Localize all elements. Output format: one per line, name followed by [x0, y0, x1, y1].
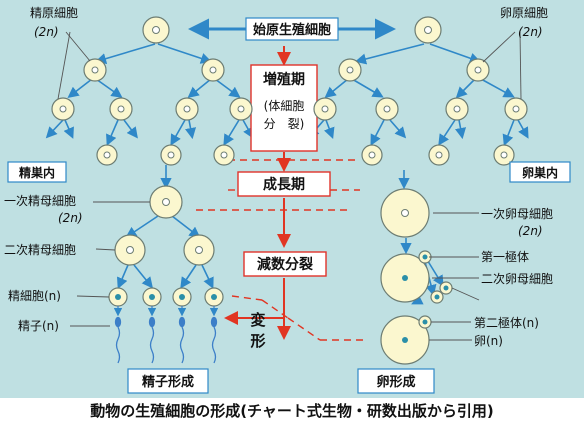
figure-caption: 動物の生殖細胞の形成(チャート式生物・研数出版から引用) [90, 402, 494, 420]
growth-label: 成長期 [263, 176, 305, 193]
second-polar-body-label: 第二極体(n) [474, 315, 539, 330]
label-leader-lines [57, 31, 522, 341]
secondary-oocyte-cell [380, 253, 430, 303]
primary-oocyte-cell [380, 188, 430, 238]
oogonium-ploidy: (2n) [518, 25, 543, 39]
spermatogonium-label: 精原細胞 [30, 6, 78, 20]
growth-box: 成長期 [237, 171, 331, 197]
proliferation-label: 増殖期 [263, 71, 305, 88]
male-lineage-lines [45, 43, 254, 289]
spermatid-label: 精細胞(n) [8, 289, 61, 303]
transform-label-1: 変 [250, 311, 265, 329]
spermatogenesis-label-box: 精子形成 [127, 368, 209, 394]
secondary-spermatocyte-label: 二次精母細胞 [4, 243, 76, 257]
meiosis-box: 減数分裂 [243, 251, 327, 277]
gametogenesis-diagram: 始原生殖細胞 増殖期 (体細胞 分 裂) 成長期 減数分裂 変 形 [0, 0, 584, 398]
first-polar-body-label: 第一極体 [481, 249, 529, 264]
egg-cell [380, 315, 430, 365]
ovary-label-box: 卵巣内 [509, 161, 571, 183]
primary-oocyte-label: 一次卵母細胞 [481, 207, 553, 221]
primary-oocyte-ploidy: (2n) [518, 224, 543, 238]
testis-label: 精巣内 [19, 165, 55, 180]
primary-spermatocyte-cell [149, 185, 183, 219]
spermatogenesis-label: 精子形成 [142, 374, 194, 390]
primary-spermatocyte-ploidy: (2n) [58, 211, 83, 225]
primordial-label: 始原生殖細胞 [253, 22, 331, 38]
oogonium-label: 卵原細胞 [500, 6, 548, 20]
female-lineage-lines [307, 43, 529, 305]
oogenesis-label-box: 卵形成 [357, 368, 435, 394]
ovary-label: 卵巣内 [522, 165, 558, 180]
secondary-spermatocyte-cells [114, 234, 215, 266]
oogenesis-label: 卵形成 [376, 374, 415, 390]
meiosis-label: 減数分裂 [257, 256, 313, 273]
oogonium-cells [313, 16, 528, 166]
spermatogonium-ploidy: (2n) [34, 25, 59, 39]
sperm-label: 精子(n) [18, 319, 59, 333]
spermatid-to-sperm-arrows [113, 306, 219, 317]
secondary-oocyte-label: 二次卵母細胞 [481, 272, 553, 286]
sperm-cells [114, 316, 218, 364]
transform-label-2: 形 [250, 332, 265, 350]
phase-axis [224, 46, 291, 340]
oogonium-nuclei [321, 26, 520, 159]
spermatogonium-nuclei [59, 26, 245, 159]
primordial-label-box: 始原生殖細胞 [245, 17, 339, 41]
somatic-division-label-1: (体細胞 [264, 99, 305, 113]
somatic-division-label-2: 分 裂) [264, 117, 305, 131]
primary-spermatocyte-label: 一次精母細胞 [4, 194, 76, 208]
testis-label-box: 精巣内 [7, 161, 67, 183]
proliferation-box: 増殖期 (体細胞 分 裂) [250, 64, 318, 152]
egg-label: 卵(n) [474, 334, 503, 348]
